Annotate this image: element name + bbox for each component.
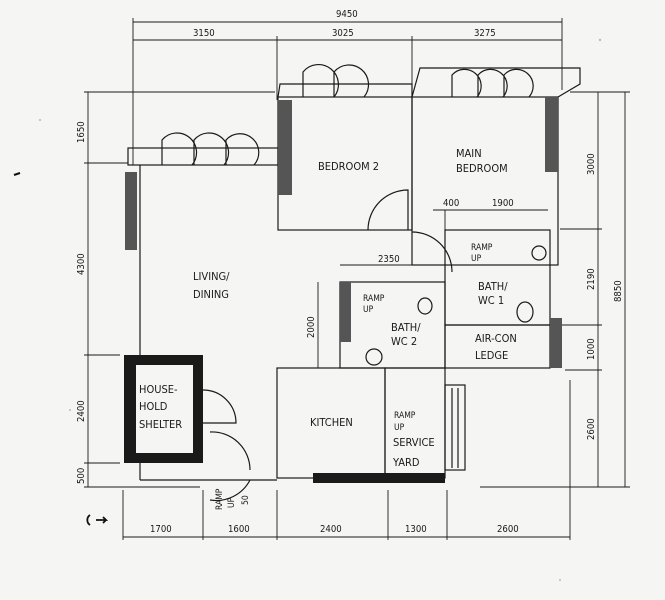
doors bbox=[161, 63, 547, 502]
dim-right-total: 8850 bbox=[613, 280, 624, 302]
label-kitchen: KITCHEN bbox=[310, 416, 353, 429]
ramp-label: 50 bbox=[241, 495, 251, 505]
dim-top: 3150 bbox=[193, 28, 215, 39]
dim-right: 3000 bbox=[586, 153, 597, 175]
label-service-1: SERVICE bbox=[393, 436, 435, 449]
label-living-2: DINING bbox=[193, 288, 229, 301]
dim-left: 2400 bbox=[76, 400, 87, 422]
label-shelter-3: SHELTER bbox=[139, 418, 182, 431]
dim-bottom: 1700 bbox=[150, 524, 172, 535]
dim-left: 500 bbox=[76, 468, 87, 484]
dim-inner: 400 bbox=[443, 198, 459, 209]
label-shelter-2: HOLD bbox=[139, 400, 168, 413]
label-living-1: LIVING/ bbox=[193, 270, 230, 283]
ramp-label: RAMP bbox=[394, 411, 416, 421]
dim-bottom: 1300 bbox=[405, 524, 427, 535]
ramp-labels: RAMP UP RAMP UP RAMP UP RAMP UP 50 bbox=[215, 243, 493, 510]
dim-top-total: 9450 bbox=[336, 9, 358, 20]
label-main-bedroom-1: MAIN bbox=[456, 147, 482, 160]
dim-inner: 1900 bbox=[492, 198, 514, 209]
ramp-label: UP bbox=[363, 305, 374, 315]
walls bbox=[124, 67, 581, 483]
dim-bottom: 1600 bbox=[228, 524, 250, 535]
dim-inner: 2000 bbox=[306, 316, 317, 338]
label-bedroom-2: BEDROOM 2 bbox=[318, 160, 379, 173]
label-bath2-2: WC 2 bbox=[391, 335, 417, 348]
ramp-label: RAMP bbox=[363, 294, 385, 304]
dim-left: 1650 bbox=[76, 121, 87, 143]
label-main-bedroom-2: BEDROOM bbox=[456, 162, 508, 175]
ramp-label: RAMP bbox=[471, 243, 493, 253]
ramp-label: UP bbox=[471, 254, 482, 264]
label-bath2-1: BATH/ bbox=[391, 321, 421, 334]
label-service-2: YARD bbox=[392, 456, 420, 469]
room-labels: BEDROOM 2 MAIN BEDROOM LIVING/ DINING BA… bbox=[139, 147, 517, 469]
label-aircon-1: AIR-CON bbox=[475, 332, 517, 345]
dim-top: 3025 bbox=[332, 28, 354, 39]
dim-top: 3275 bbox=[474, 28, 496, 39]
dim-bottom: 2600 bbox=[497, 524, 519, 535]
handwritten-mark bbox=[86, 514, 109, 526]
dim-right: 1000 bbox=[586, 338, 597, 360]
ramp-label: UP bbox=[227, 497, 237, 508]
dim-inner: 2350 bbox=[378, 254, 400, 265]
dimension-labels: 9450 3150 3025 3275 1650 4300 2400 500 3… bbox=[76, 9, 624, 535]
ramp-label: UP bbox=[394, 423, 405, 433]
label-bath1-1: BATH/ bbox=[478, 280, 508, 293]
dim-left: 4300 bbox=[76, 253, 87, 275]
label-bath1-2: WC 1 bbox=[478, 294, 504, 307]
label-shelter-1: HOUSE- bbox=[139, 383, 178, 396]
label-aircon-2: LEDGE bbox=[475, 349, 508, 362]
scan-specks bbox=[13, 38, 602, 581]
dim-right: 2600 bbox=[586, 418, 597, 440]
dim-right: 2190 bbox=[586, 268, 597, 290]
dim-bottom: 2400 bbox=[320, 524, 342, 535]
ramp-label: RAMP bbox=[215, 488, 225, 510]
